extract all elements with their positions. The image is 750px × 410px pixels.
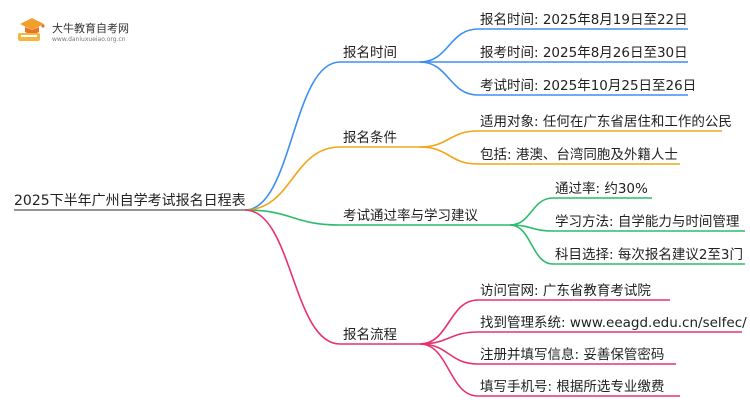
leaf-connector [419, 299, 479, 345]
branch-node-registration-time: 报名时间 [343, 45, 397, 61]
graduation-book-icon [18, 18, 45, 41]
leaf-connector [419, 343, 479, 365]
leaf-node: 适用对象: 任何在广东省居住和工作的公民 [480, 114, 732, 130]
branch-connector [244, 61, 341, 211]
logo-title: 大牛教育自考网 [52, 22, 129, 35]
branch-node-registration-conditions: 报名条件 [343, 130, 397, 146]
site-logo: 大牛教育自考网 www.daniuxueiao.org.cn [14, 14, 144, 48]
branch-connector [244, 209, 341, 345]
leaf-connector [419, 61, 479, 96]
leaf-node: 访问官网: 广东省教育考试院 [480, 283, 651, 299]
leaf-connector [419, 146, 479, 165]
branch-connector [244, 146, 341, 211]
leaf-node: 找到管理系统: www.eeagd.edu.cn/selfec/ [480, 315, 747, 331]
leaf-connector [419, 28, 479, 63]
branch-connector [244, 209, 341, 226]
leaf-node: 考试时间: 2025年10月25日至26日 [480, 78, 697, 94]
leaf-connector [509, 197, 554, 226]
leaf-node: 填写手机号: 根据所选专业缴费 [480, 379, 665, 395]
branch-node-registration-process: 报名流程 [343, 327, 397, 343]
leaf-node: 学习方法: 自学能力与时间管理 [555, 214, 740, 230]
leaf-node: 报考时间: 2025年8月26日至30日 [480, 45, 688, 61]
logo-url: www.daniuxueiao.org.cn [52, 36, 126, 43]
leaf-node: 报名时间: 2025年8月19日至22日 [480, 12, 688, 28]
leaf-connector [419, 130, 479, 148]
leaf-node: 注册并填写信息: 妥善保管密码 [480, 347, 665, 363]
leaf-node: 科目选择: 每次报名建议2至3门 [555, 247, 744, 263]
leaf-node: 包括: 港澳、台湾同胞及外籍人士 [480, 147, 678, 163]
leaf-node: 通过率: 约30% [555, 181, 648, 197]
leaf-connector [419, 343, 479, 397]
leaf-connector [419, 331, 479, 345]
leaf-connector [509, 224, 554, 265]
root-node: 2025下半年广州自学考试报名日程表 [14, 193, 246, 209]
branch-node-pass-rate-advice: 考试通过率与学习建议 [343, 208, 478, 224]
